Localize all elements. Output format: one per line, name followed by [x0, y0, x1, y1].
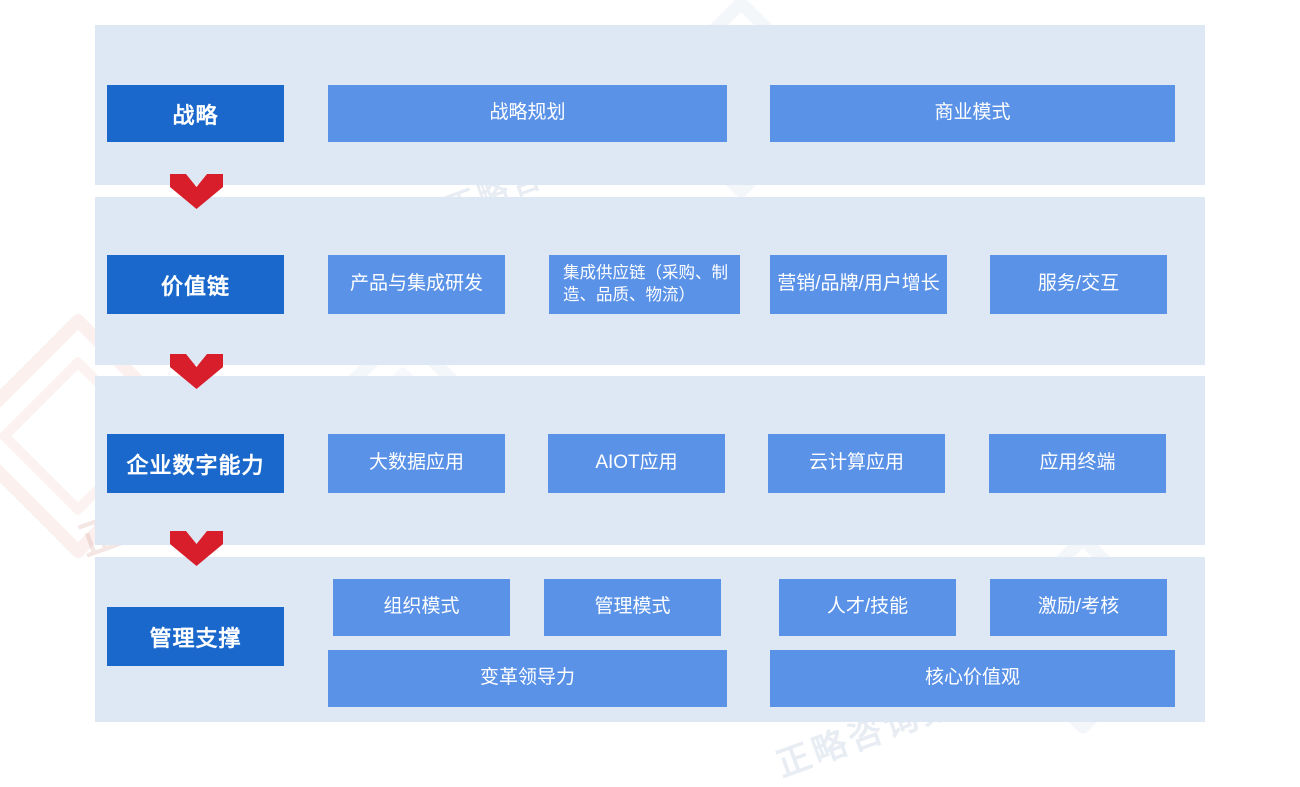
cell-marketing-brand-growth[interactable]: 营销/品牌/用户增长: [770, 255, 947, 314]
row-label-value-chain[interactable]: 价值链: [107, 255, 284, 314]
cell-talent-skills[interactable]: 人才/技能: [779, 579, 956, 636]
cell-service-interaction[interactable]: 服务/交互: [990, 255, 1167, 314]
cell-strategy-planning[interactable]: 战略规划: [328, 85, 727, 142]
cell-change-leadership[interactable]: 变革领导力: [328, 650, 727, 707]
cell-integrated-supply-chain[interactable]: 集成供应链（采购、制造、品质、物流）: [549, 255, 740, 314]
cell-core-values[interactable]: 核心价值观: [770, 650, 1175, 707]
cell-business-model[interactable]: 商业模式: [770, 85, 1175, 142]
chevron-down-icon: [170, 354, 223, 389]
cell-incentive-assessment[interactable]: 激励/考核: [990, 579, 1167, 636]
cell-management-model[interactable]: 管理模式: [544, 579, 721, 636]
row-label-management-support[interactable]: 管理支撑: [107, 607, 284, 666]
cell-aiot[interactable]: AIOT应用: [548, 434, 725, 493]
chevron-down-icon: [170, 531, 223, 566]
row-label-digital-capability[interactable]: 企业数字能力: [107, 434, 284, 493]
cell-big-data[interactable]: 大数据应用: [328, 434, 505, 493]
cell-organization-model[interactable]: 组织模式: [333, 579, 510, 636]
cell-cloud-computing[interactable]: 云计算应用: [768, 434, 945, 493]
chevron-down-icon: [170, 174, 223, 209]
row-label-strategy[interactable]: 战略: [107, 85, 284, 142]
cell-product-rd[interactable]: 产品与集成研发: [328, 255, 505, 314]
cell-application-terminal[interactable]: 应用终端: [989, 434, 1166, 493]
